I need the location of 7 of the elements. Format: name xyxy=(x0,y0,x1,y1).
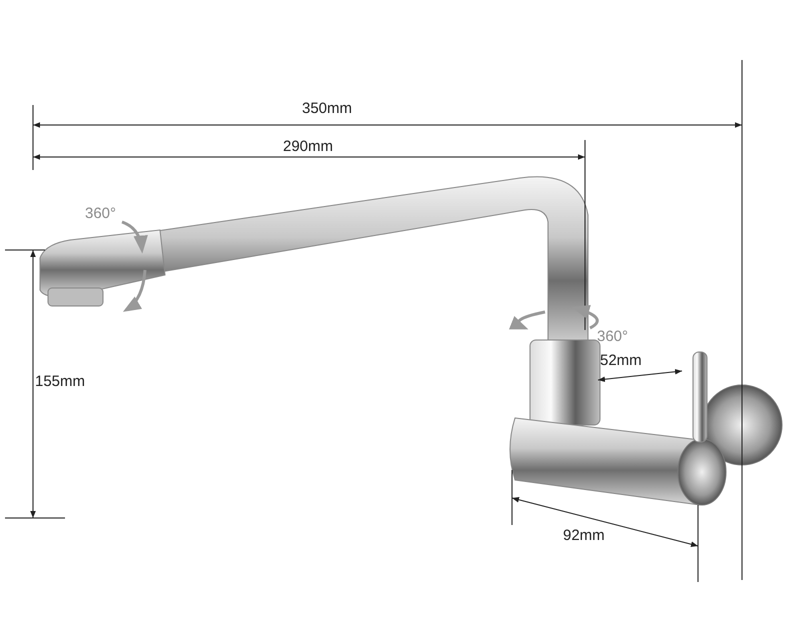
dimension-label: 52mm xyxy=(600,352,642,370)
dimension-label: 290mm xyxy=(283,138,334,156)
angle-label: 360° xyxy=(85,205,116,223)
dimension-label: 92mm xyxy=(563,527,605,545)
angle-label: 360° xyxy=(597,328,628,346)
dimension-label: 155mm xyxy=(35,373,86,391)
dimension-label: 350mm xyxy=(302,100,352,118)
